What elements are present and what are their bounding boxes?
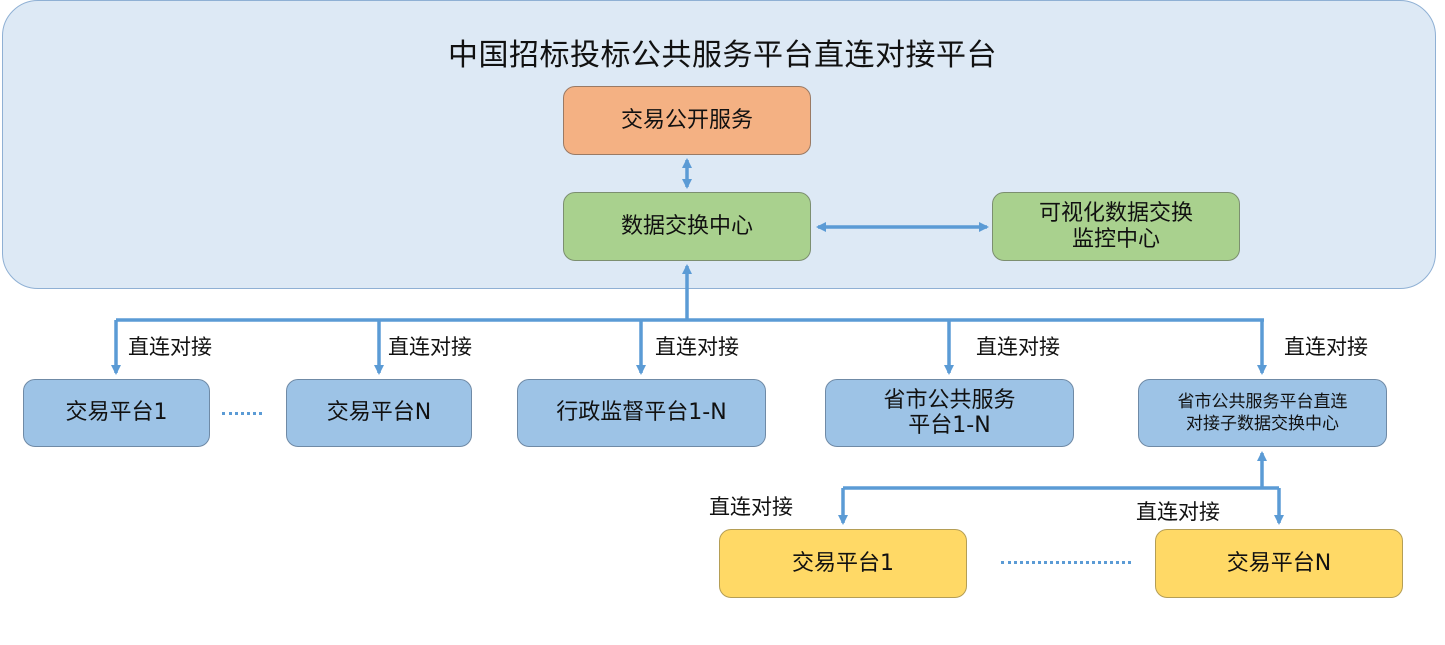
node-exchange-center: 数据交换中心 bbox=[563, 192, 811, 261]
node-province-platform: 省市公共服务 平台1-N bbox=[825, 379, 1074, 447]
edge-label: 直连对接 bbox=[1284, 335, 1368, 359]
diagram-title: 中国招标投标公共服务平台直连对接平台 bbox=[448, 38, 997, 73]
node-trade-platform-1: 交易平台1 bbox=[23, 379, 210, 447]
edge-label: 直连对接 bbox=[709, 495, 793, 519]
ellipsis-dots bbox=[222, 412, 262, 415]
node-public-service: 交易公开服务 bbox=[563, 86, 811, 155]
edge-label: 直连对接 bbox=[128, 335, 212, 359]
edge-label: 直连对接 bbox=[655, 335, 739, 359]
edge-label: 直连对接 bbox=[976, 335, 1060, 359]
ellipsis-dots bbox=[1001, 561, 1131, 564]
node-sub-trade-platform-n: 交易平台N bbox=[1155, 529, 1403, 598]
node-monitor-center: 可视化数据交换 监控中心 bbox=[992, 192, 1240, 261]
node-province-sub-center: 省市公共服务平台直连 对接子数据交换中心 bbox=[1138, 379, 1387, 447]
edge-label: 直连对接 bbox=[388, 335, 472, 359]
node-trade-platform-n: 交易平台N bbox=[286, 379, 472, 447]
node-sub-trade-platform-1: 交易平台1 bbox=[719, 529, 967, 598]
node-admin-platform: 行政监督平台1-N bbox=[517, 379, 766, 447]
edge-label: 直连对接 bbox=[1136, 500, 1220, 524]
